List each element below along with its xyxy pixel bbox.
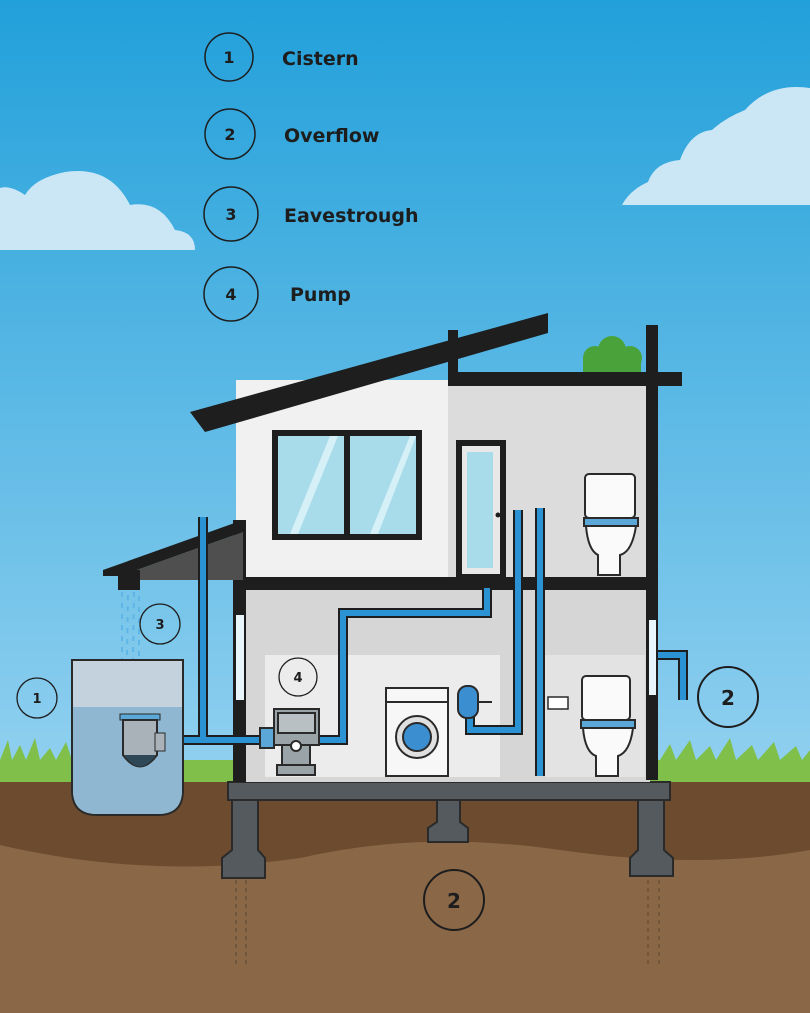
legend-number: 3	[225, 205, 236, 224]
callout-number: 2	[721, 686, 735, 710]
flat-roof	[448, 372, 682, 386]
floor-slab	[233, 577, 658, 590]
left-wall-window	[236, 615, 244, 700]
footing-stakes	[235, 880, 660, 965]
callout-pump: 4	[278, 657, 318, 697]
door	[456, 440, 506, 578]
upper-window	[272, 430, 422, 540]
legend: 1 Cistern 2 Overflow 3 Eavestrough 4 Pum…	[203, 32, 419, 322]
water-meter	[457, 685, 492, 719]
callout-overflow-ground: 2	[423, 869, 485, 931]
ground-topsoil	[0, 782, 810, 867]
callout-number: 4	[293, 671, 302, 686]
legend-item-eavestrough: 3 Eavestrough	[203, 186, 419, 242]
callout-number: 2	[447, 889, 461, 913]
cistern	[71, 659, 184, 816]
callout-number: 3	[155, 618, 164, 633]
washing-machine	[385, 687, 449, 777]
toilet-paper	[547, 696, 569, 710]
legend-item-cistern: 1 Cistern	[204, 32, 359, 82]
callout-eavestrough: 3	[139, 603, 181, 645]
bush	[583, 336, 642, 372]
rain-drops	[121, 591, 140, 661]
cloud-left	[0, 170, 195, 250]
main-roof	[190, 313, 548, 432]
legend-label: Overflow	[284, 125, 379, 147]
cloud-right	[622, 86, 810, 205]
legend-number: 2	[224, 125, 235, 144]
eavestrough	[118, 570, 140, 590]
callout-number: 1	[32, 692, 41, 707]
toilet-lower	[580, 675, 636, 777]
right-wall-window	[649, 620, 656, 695]
right-wall	[646, 325, 658, 780]
legend-label: Cistern	[282, 48, 359, 70]
pump	[259, 708, 320, 776]
legend-label: Eavestrough	[284, 205, 419, 227]
legend-number: 1	[223, 48, 234, 67]
legend-item-overflow: 2 Overflow	[204, 108, 379, 160]
callout-cistern: 1	[16, 677, 58, 719]
legend-label: Pump	[290, 284, 351, 306]
legend-item-pump: 4 Pump	[203, 266, 351, 322]
toilet-upper	[583, 473, 639, 576]
callout-overflow-pipe: 2	[697, 666, 759, 728]
legend-number: 4	[225, 285, 236, 304]
